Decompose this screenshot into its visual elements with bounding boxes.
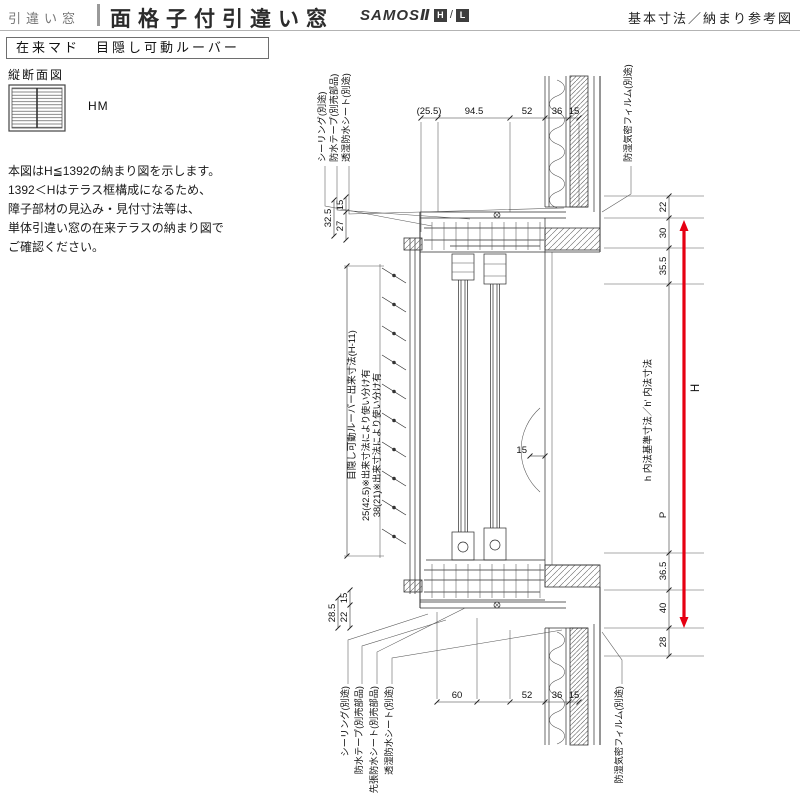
leader-label-breathable-sheet-bottom: 透湿防水シート(別途) (383, 686, 394, 775)
dim-left-32-5: 32.5 (323, 209, 334, 228)
note-text: 本図はH≦1392の納まり図を示します。 1392＜Hはテラス框構成になるため、… (8, 162, 260, 257)
spec-type-label: 在来マド 目隠し可動ルーバー (6, 37, 269, 59)
header: 引違い窓 面格子付引違い窓 SAMOSⅡ H / L 基本寸法／納まり参考図 (0, 0, 800, 31)
wall-section-bottom (544, 587, 601, 746)
window-category-label: 引違い窓 (8, 11, 81, 26)
frame-head (419, 211, 601, 608)
dim-bottom-15: 15 (569, 690, 580, 701)
window-thumbnail-icon (8, 84, 66, 132)
sill-screw-icon (493, 601, 501, 609)
leader-label-pre-applied-sheet-bottom: 先張防水シート(別売部品) (368, 686, 379, 793)
dim-top-36: 36 (552, 106, 563, 117)
dim-right-22: 22 (658, 202, 669, 213)
leader-label-waterproof-tape-bottom: 防水テープ(別売部品) (353, 686, 364, 774)
inner-height-label: h 内法基準寸法／h' 内法寸法 (642, 359, 654, 481)
dim-left-b15: 15 (339, 593, 350, 604)
leader-label-sealing-bottom: シーリング(別途) (339, 686, 350, 756)
insulation-squiggle-top (549, 79, 565, 209)
leader-label-vapor-film-top: 防湿気密フィルム(別途) (622, 64, 633, 162)
dim-left-22: 22 (339, 612, 350, 623)
inner-sash-roller (489, 539, 501, 551)
louver-assembly (379, 237, 423, 594)
dims-bottom: 60 52 36 15 (434, 612, 582, 705)
dim-mid: 15 (516, 445, 548, 459)
dim-top-94-5: 94.5 (465, 106, 484, 117)
window-code-label: HM (88, 99, 109, 113)
insulation-squiggle-bottom (549, 631, 565, 745)
dim-top-52: 52 (522, 106, 533, 117)
outer-sash-roller (457, 541, 469, 553)
brand-name: SAMOSⅡ (360, 7, 431, 24)
dim-left-28-5: 28.5 (327, 604, 338, 623)
brand-badge-l: L (455, 8, 469, 22)
note-line: 本図はH≦1392の納まり図を示します。 (8, 164, 221, 178)
dims-top: (25.5) 94.5 52 36 15 (417, 106, 582, 232)
note-line: 障子部材の見込み・見付寸法等は、 (8, 202, 201, 216)
sill-wood-blocking (544, 564, 601, 588)
louver-bottom-bracket (403, 579, 423, 593)
dim-bottom-52: 52 (522, 690, 533, 701)
sheathing-hatch-bottom (569, 627, 589, 746)
dim-right-30: 30 (658, 228, 669, 239)
brand-badge-h: H (433, 8, 447, 22)
dim-bottom-36: 36 (552, 690, 563, 701)
outer-glass (458, 280, 468, 532)
frame-sill (420, 559, 601, 609)
brand-logo: SAMOSⅡ H / L (360, 6, 469, 24)
dim-mid-15: 15 (516, 445, 527, 456)
dim-bottom-60: 60 (452, 690, 463, 701)
header-divider (97, 4, 100, 26)
dims-left-top: 32.5 15 27 (323, 194, 349, 243)
section-type-label: 縦断面図 (8, 68, 65, 82)
red-height-arrow (679, 220, 689, 628)
header-right-note: 基本寸法／納まり参考図 (627, 11, 793, 26)
note-line: 1392＜Hはテラス框構成になるため、 (8, 183, 212, 197)
wall-section-top (544, 75, 601, 252)
dim-left-27: 27 (335, 221, 346, 232)
dims-right: 22 30 35.5 36.5 40 28 P H h 内法基準寸法／h' 内法… (604, 193, 704, 659)
louver-top-bracket (403, 237, 423, 251)
handle-swing-arc (520, 407, 541, 493)
sashes (451, 253, 541, 561)
window-thumbnail (8, 84, 66, 137)
louver-pivots (392, 273, 396, 539)
inner-glass (490, 284, 500, 528)
louver-slats (381, 267, 407, 545)
leader-label-waterproof-tape-top: 防水テープ(別売部品) (328, 74, 339, 162)
dim-top-15: 15 (569, 106, 580, 117)
dim-symbol-h: H (690, 384, 702, 392)
leader-label-breathable-sheet-top: 透湿防水シート(別途) (340, 73, 351, 162)
brand-badge-separator: / (449, 9, 453, 21)
note-line: ご確認ください。 (8, 240, 105, 254)
dim-right-35-5: 35.5 (658, 257, 669, 276)
louver-dim-label: 目隠し可動ルーバー出来寸法(H-11) (346, 330, 358, 480)
dim-right-36-5: 36.5 (658, 562, 669, 581)
leader-label-vapor-film-bottom: 防湿気密フィルム(別途) (613, 686, 624, 784)
leader-label-sealing-top: シーリング(別途) (316, 92, 327, 162)
dim-left-15: 15 (335, 200, 346, 211)
note-line: 単体引違い窓の在来テラスの納まり図で (8, 221, 224, 235)
dims-left-bottom: 28.5 15 22 (327, 587, 353, 631)
dim-top-25-5: (25.5) (417, 106, 442, 117)
louver-dims: 目隠し可動ルーバー出来寸法(H-11) 25(42.5)※出来寸法により使い分け… (344, 263, 384, 559)
page-title: 面格子付引違い窓 (110, 8, 334, 31)
head-wood-blocking (544, 227, 601, 251)
leaders-bottom: シーリング(別途) 防水テープ(別売部品) 先張防水シート(別売部品) 透湿防水… (339, 607, 624, 793)
dim-right-28: 28 (658, 637, 669, 648)
head-screw-icon (493, 211, 501, 219)
dim-symbol-p: P (658, 512, 669, 518)
leaders-top: シーリング(別途) 防水テープ(別売部品) 透湿防水シート(別途) 防湿気密フィ… (316, 64, 633, 227)
louver-note-2: 38(21)※出来寸法により使い分け有 (371, 373, 382, 517)
louver-note-1: 25(42.5)※出来寸法により使い分け有 (360, 369, 371, 521)
dim-right-40: 40 (658, 603, 669, 614)
